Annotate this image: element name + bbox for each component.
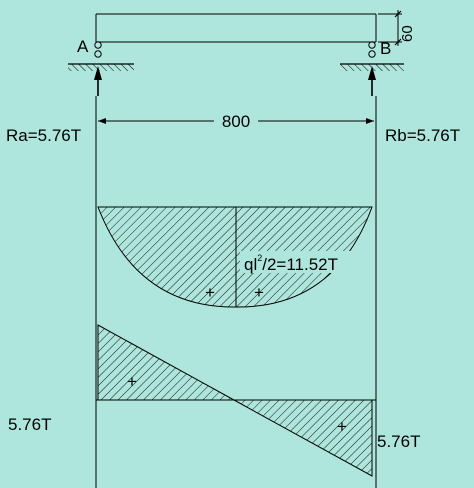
moment-max-label-value: /2=11.52T [262,255,338,274]
reaction-b-label: Rb=5.76T [385,126,460,145]
moment-sign-right: + [254,283,264,302]
shear-right-value: 5.76T [377,432,420,451]
height-dimension-label: 60 [399,25,416,42]
support-a-label: A [77,37,89,56]
reaction-a-label: Ra=5.76T [6,126,81,145]
moment-sign-left: + [205,283,215,302]
shear-diagram [96,324,376,477]
span-dimension-label: 800 [222,112,250,131]
moment-max-label-exponent: 2 [257,253,262,263]
moment-diagram [97,206,373,308]
beam [95,13,377,43]
shear-sign-upper: + [127,372,137,391]
shear-sign-lower: + [337,417,347,436]
moment-max-label-main: ql [244,255,257,274]
support-a [68,41,134,96]
height-dimension: 60 [378,10,416,46]
shear-left-value: 5.76T [8,415,51,434]
support-b-label: B [380,39,391,58]
moment-max-label: ql2/2=11.52T [244,253,338,274]
support-b [340,41,404,96]
span-dimension: 800 [98,112,374,131]
